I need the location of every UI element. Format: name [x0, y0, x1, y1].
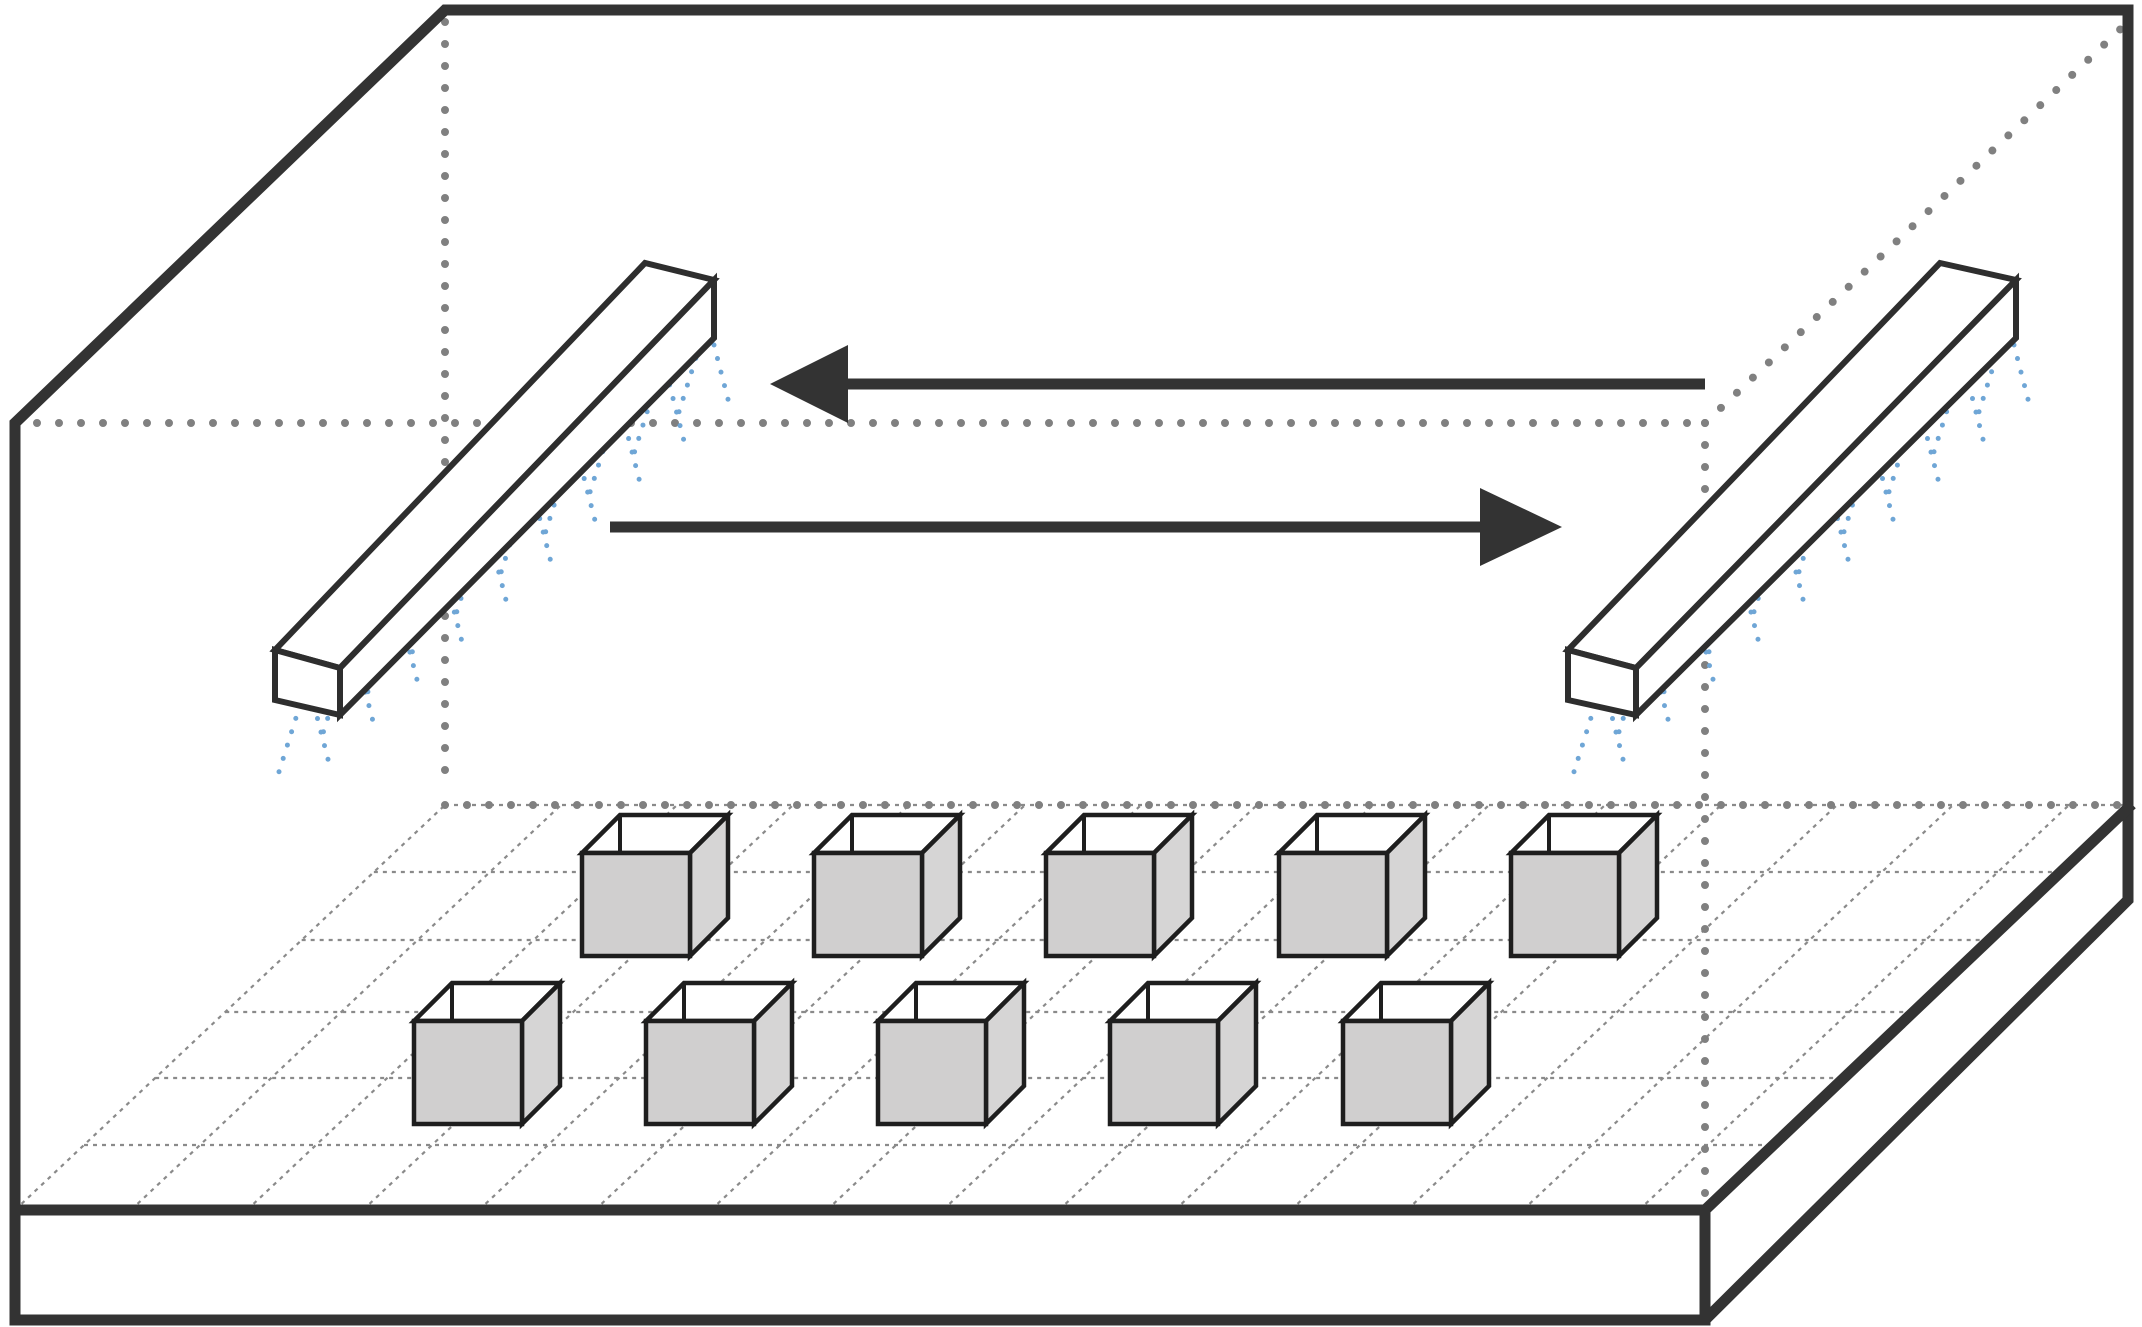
cube-front [579, 850, 693, 959]
cube-front [643, 1018, 757, 1127]
sample-cube [872, 977, 1030, 1130]
spray-bar-right-end [1565, 646, 1639, 719]
spray-bar-left-end [272, 646, 343, 719]
cube-front [1107, 1018, 1221, 1127]
sample-cubes [408, 809, 1663, 1130]
spray-bar-left-side [337, 272, 717, 723]
sample-cube [640, 977, 798, 1130]
spray-stream [275, 702, 303, 778]
spray-bar-right [1562, 259, 2022, 723]
spray-bar-left-top [269, 259, 720, 672]
arrow-left-head [770, 345, 848, 423]
cube-front [811, 850, 925, 959]
spray-stream [1921, 422, 1943, 490]
spray-stream [2011, 342, 2033, 410]
cube-front [1508, 850, 1622, 959]
sample-cube [1273, 809, 1431, 962]
chamber-outer-edge [9, 4, 2134, 1326]
spray-bar-right-side [1633, 272, 2019, 723]
cube-front [1043, 850, 1157, 959]
spray-stream [711, 342, 733, 410]
cube-front [411, 1018, 525, 1127]
arrow-right [610, 488, 1562, 566]
spray-stream [1966, 382, 1988, 450]
spray-stream [667, 382, 689, 450]
sample-cube [408, 977, 566, 1130]
sample-cube [1040, 809, 1198, 962]
grid-diagonal-line [14, 804, 446, 1211]
cube-front [1340, 1018, 1454, 1127]
spray-bar-right-top [1562, 259, 2022, 672]
sample-cube [1505, 809, 1663, 962]
sample-cube [576, 809, 734, 962]
cube-front [875, 1018, 989, 1127]
hidden-edge-top-right-diagonal [1701, 18, 2132, 427]
spray-stream [578, 462, 600, 530]
sample-cube [1104, 977, 1262, 1130]
spray-stream [1570, 702, 1598, 778]
spray-stream [622, 422, 644, 490]
spray-bar-left [269, 259, 720, 723]
arrow-right-head [1480, 488, 1562, 566]
sample-cube [808, 809, 966, 962]
cube-front [1276, 850, 1390, 959]
arrow-left [770, 345, 1705, 423]
chamber-outline [9, 4, 2136, 1326]
sample-cube [1337, 977, 1495, 1130]
